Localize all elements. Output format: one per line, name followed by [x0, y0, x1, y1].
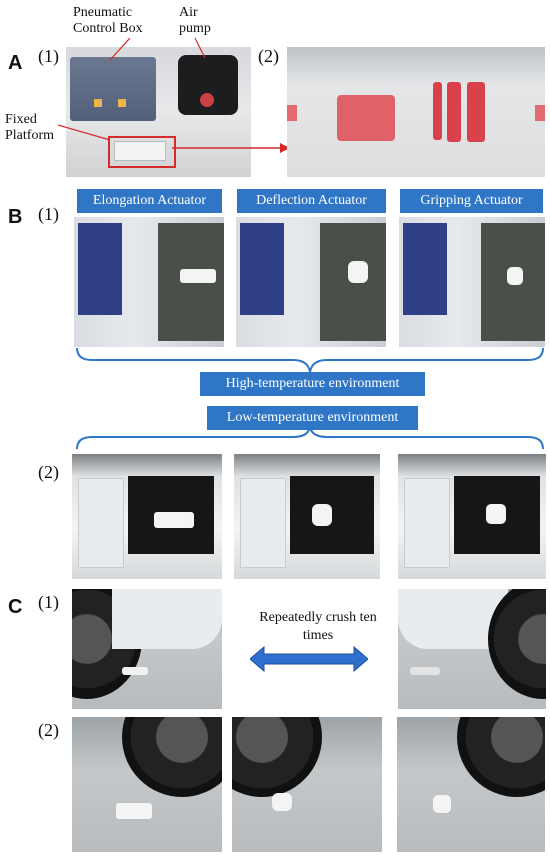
fixed-platform-shape [114, 141, 166, 161]
ice-pack [78, 478, 124, 568]
label-fixed-platform: Fixed Platform [5, 112, 54, 143]
brace-low-temp [76, 426, 544, 450]
tire [122, 717, 222, 797]
photo-oven-gripping [399, 217, 545, 347]
panel-letter-c: C [8, 596, 23, 618]
elongation-actuator-shape [180, 269, 216, 283]
label-air-pump: Air pump [179, 5, 211, 36]
tire [488, 589, 546, 699]
photo-freezer-elongation [72, 454, 222, 579]
panel-c-sub1: (1) [38, 592, 59, 612]
label-high-temp-environment: High-temperature environment [200, 372, 425, 396]
photo-crush-gripping [397, 717, 545, 852]
photo-platform-closeup [287, 47, 545, 177]
label-low-temp-environment: Low-temperature environment [207, 406, 418, 430]
car-body [112, 589, 222, 649]
actuator-print-bar-2 [447, 82, 461, 142]
black-pad [290, 476, 374, 554]
actuator-print-bar-1 [433, 82, 442, 140]
control-box-button-1 [94, 99, 102, 107]
panel-c-sub2: (2) [38, 720, 59, 740]
tire [457, 717, 545, 797]
actuators-on-ground [122, 667, 148, 675]
deflection-actuator-shape [272, 793, 292, 811]
label-deflection-actuator: Deflection Actuator [237, 189, 386, 213]
photo-oven-elongation [74, 217, 224, 347]
clip-left [287, 105, 297, 121]
photo-crush-deflection [232, 717, 382, 852]
crush-text: Repeatedly crush ten times [259, 610, 377, 643]
oven-panel [403, 223, 447, 315]
gripping-actuator-shape [507, 267, 523, 285]
control-box-shape [70, 57, 156, 121]
panel-letter-a: A [8, 52, 23, 74]
actuators-on-ground [410, 667, 440, 675]
actuator-print-square [337, 95, 395, 141]
photo-car-tire-after [398, 589, 546, 709]
gripping-actuator-shape [433, 795, 451, 813]
double-arrow [250, 645, 368, 673]
tire [232, 717, 322, 797]
photo-oven-deflection [236, 217, 386, 347]
deflection-actuator-shape [312, 504, 332, 526]
panel-letter-b: B [8, 206, 23, 228]
photo-control-setup [66, 47, 251, 177]
deflection-actuator-shape [348, 261, 368, 283]
label-elongation-actuator: Elongation Actuator [77, 189, 222, 213]
panel-a-leader-lines [57, 37, 290, 153]
elongation-actuator-shape [116, 803, 152, 819]
oven-panel [78, 223, 122, 315]
ice-pack [240, 478, 286, 568]
panel-a-sub1: (1) [38, 46, 59, 66]
elongation-actuator-shape [154, 512, 194, 528]
panel-b-sub1: (1) [38, 204, 59, 224]
ice-pack [404, 478, 450, 568]
gripping-actuator-shape [486, 504, 506, 524]
label-gripping-actuator: Gripping Actuator [400, 189, 543, 213]
photo-crush-elongation [72, 717, 222, 852]
photo-freezer-gripping [398, 454, 546, 579]
red-highlight-box [108, 136, 176, 168]
control-box-button-2 [118, 99, 126, 107]
oven-panel [240, 223, 284, 315]
label-control-box: Pneumatic Control Box [73, 5, 143, 36]
actuator-print-bar-3 [467, 82, 485, 142]
clip-right [535, 105, 545, 121]
panel-b-sub2: (2) [38, 462, 59, 482]
photo-freezer-deflection [234, 454, 380, 579]
air-pump-dial [200, 93, 214, 107]
photo-car-tire-before [72, 589, 222, 709]
panel-a-sub2: (2) [258, 46, 279, 66]
